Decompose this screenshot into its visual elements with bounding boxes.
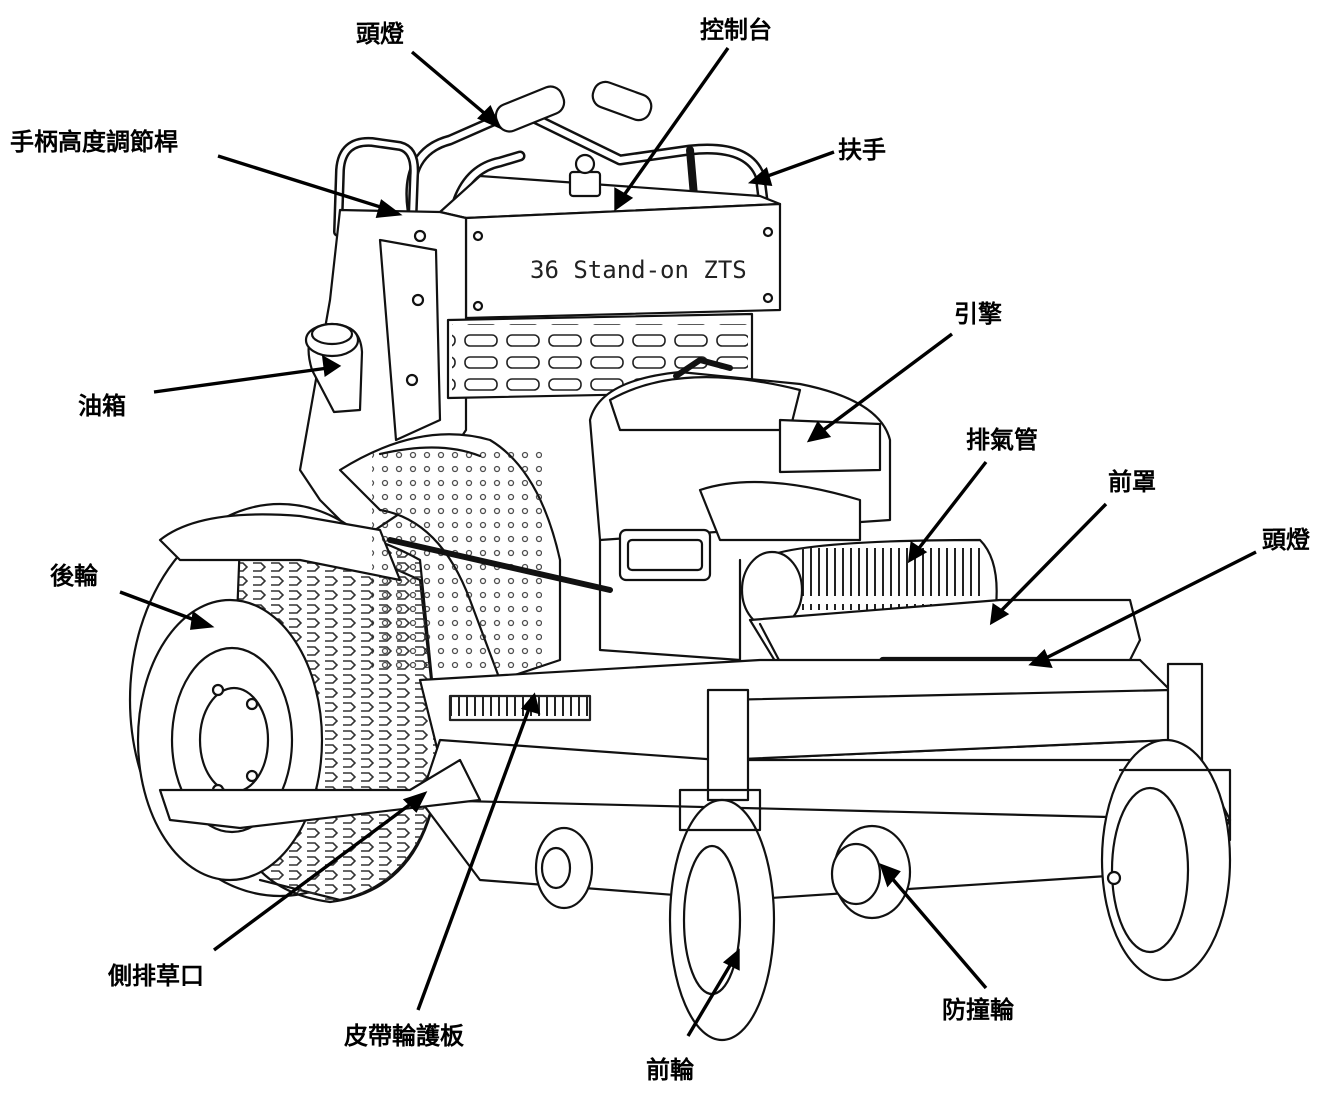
leader-headlight-front [1041, 550, 1257, 662]
leader-exhaust [914, 460, 988, 554]
label-front-cover: 前罩 [1108, 468, 1156, 496]
leader-handle-lever [217, 154, 391, 212]
front-caster-right [1100, 662, 1232, 982]
pulley-cover [338, 433, 562, 682]
fuel-tank-cap [304, 322, 364, 414]
leader-front-cover [996, 502, 1108, 616]
leader-rear-wheel [119, 590, 201, 624]
leader-handrail [761, 150, 835, 180]
label-fuel-tank: 油箱 [78, 392, 126, 420]
label-belt-guard: 皮帶輪護板 [344, 1022, 464, 1050]
mower-deck [158, 658, 1232, 902]
label-bumper-wheel: 防撞輪 [942, 996, 1014, 1024]
leader-engine [816, 332, 954, 436]
console-body [438, 153, 782, 320]
engine-block [588, 357, 892, 662]
leader-headlight-top [410, 50, 492, 120]
label-side-discharge: 側排草口 [108, 962, 204, 990]
leader-console [620, 47, 730, 199]
front-caster-left [668, 688, 776, 1042]
label-handrail: 扶手 [838, 136, 886, 164]
leader-bumper-wheel [888, 874, 988, 990]
leader-belt-guard [416, 705, 532, 1011]
leader-side-discharge [212, 798, 418, 952]
bumper-wheel [534, 824, 912, 920]
console-plate-text: 36 Stand-on ZTS [530, 256, 747, 284]
label-handle-height-lever: 手柄高度調節桿 [10, 128, 178, 156]
label-engine: 引擎 [954, 300, 1002, 328]
label-headlight-top: 頭燈 [356, 20, 404, 48]
leader-front-wheel [686, 961, 734, 1037]
label-rear-wheel: 後輪 [50, 562, 98, 590]
label-front-wheel: 前輪 [646, 1056, 694, 1084]
label-exhaust: 排氣管 [966, 426, 1038, 454]
leader-fuel [153, 366, 329, 394]
control-rod [387, 537, 613, 593]
label-console: 控制台 [700, 16, 772, 44]
label-headlight-front: 頭燈 [1262, 526, 1310, 554]
